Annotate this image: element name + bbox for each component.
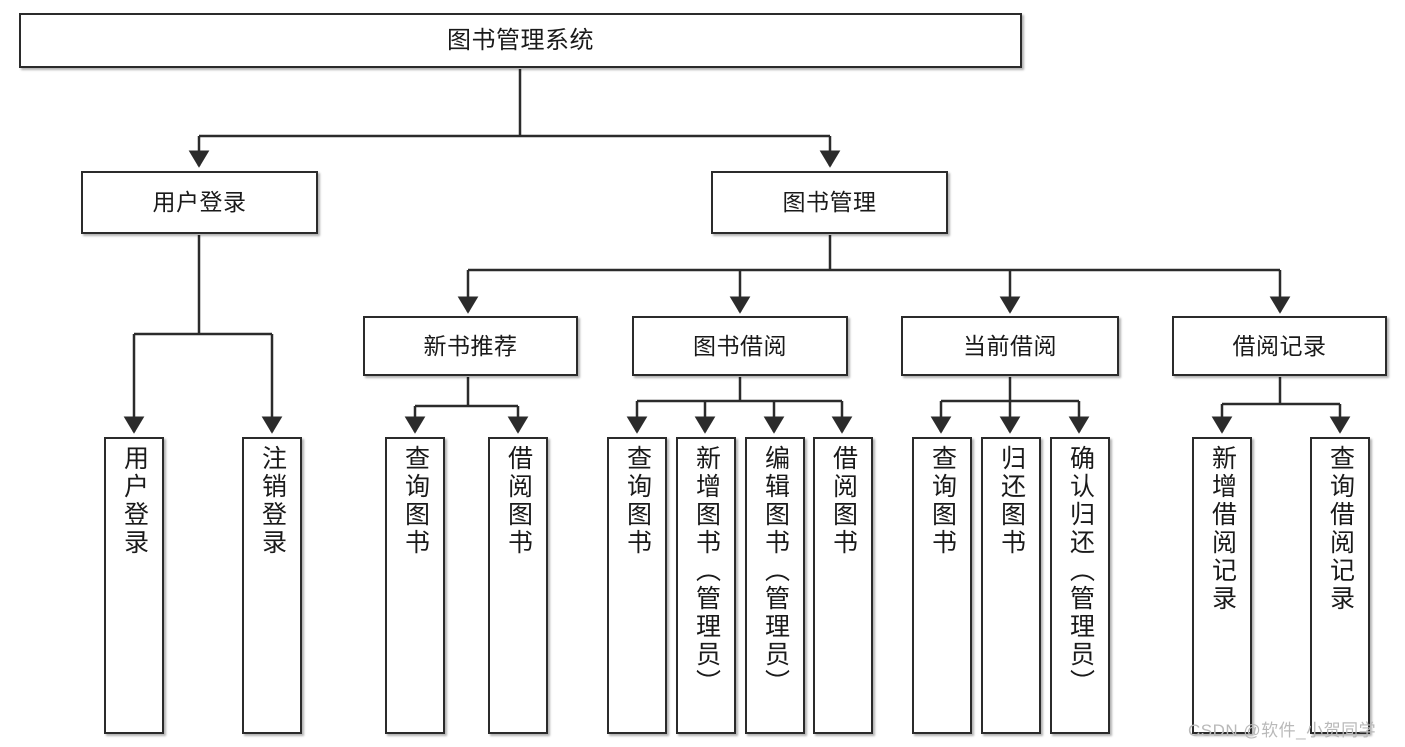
node-label: 当前借阅 [963,332,1057,359]
node-root-system[interactable]: 图书管理系统 [19,13,1022,68]
node-label: 查询图书 [928,445,957,557]
node-label: 用户登录 [120,445,149,557]
leaf-borrow-query-book[interactable]: 查询图书 [607,437,667,734]
node-label: 图书借阅 [693,332,787,359]
leaf-user-login[interactable]: 用户登录 [104,437,164,734]
leaf-borrow-borrow-book[interactable]: 借阅图书 [813,437,873,734]
node-label: 新增图书（管理员） [692,445,721,697]
node-label: 借阅图书 [829,445,858,557]
node-label: 用户登录 [152,189,247,216]
node-label: 查询图书 [401,445,430,557]
node-label: 借阅图书 [504,445,533,557]
node-new-book-recommend[interactable]: 新书推荐 [363,316,578,376]
leaf-user-logout[interactable]: 注销登录 [242,437,302,734]
leaf-borrow-add-book[interactable]: 新增图书（管理员） [676,437,736,734]
node-label: 图书管理系统 [447,26,594,54]
leaf-borrow-edit-book[interactable]: 编辑图书（管理员） [745,437,805,734]
node-user-login[interactable]: 用户登录 [81,171,318,234]
leaf-current-confirm-return[interactable]: 确认归还（管理员） [1050,437,1110,734]
node-book-borrow[interactable]: 图书借阅 [632,316,848,376]
node-label: 查询图书 [623,445,652,557]
node-borrow-record[interactable]: 借阅记录 [1172,316,1387,376]
node-label: 注销登录 [258,445,287,557]
leaf-record-add[interactable]: 新增借阅记录 [1192,437,1252,734]
node-label: 图书管理 [782,189,877,216]
node-label: 借阅记录 [1232,332,1327,359]
node-label: 新增借阅记录 [1208,445,1237,613]
node-current-borrow[interactable]: 当前借阅 [901,316,1119,376]
leaf-recommend-query-book[interactable]: 查询图书 [385,437,445,734]
leaf-record-query[interactable]: 查询借阅记录 [1310,437,1370,734]
node-label: 查询借阅记录 [1326,445,1355,613]
leaf-recommend-borrow-book[interactable]: 借阅图书 [488,437,548,734]
leaf-current-return-book[interactable]: 归还图书 [981,437,1041,734]
node-label: 新书推荐 [423,332,518,359]
node-label: 编辑图书（管理员） [761,445,790,697]
node-book-management[interactable]: 图书管理 [711,171,948,234]
node-label: 确认归还（管理员） [1066,445,1095,697]
node-label: 归还图书 [997,445,1026,557]
leaf-current-query-book[interactable]: 查询图书 [912,437,972,734]
